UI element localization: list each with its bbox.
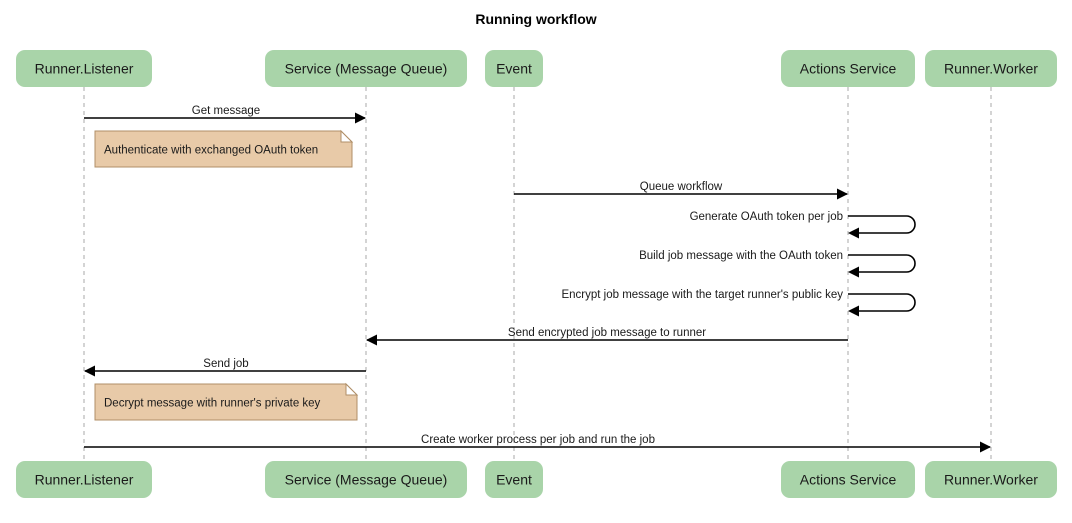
participant-box xyxy=(925,50,1057,87)
message-label: Get message xyxy=(192,105,260,117)
participant-label: Event xyxy=(496,61,532,77)
arrow-head xyxy=(837,188,848,200)
message-create-worker-process-per-job-and-run-the-job: Create worker process per job and run th… xyxy=(84,434,991,453)
participant-box xyxy=(265,461,467,498)
participant-box xyxy=(925,461,1057,498)
note-body xyxy=(94,130,353,168)
arrow-head xyxy=(980,441,991,453)
message-label: Encrypt job message with the target runn… xyxy=(561,289,843,301)
participant-label: Actions Service xyxy=(800,61,897,77)
diagram-title: Running workflow xyxy=(475,11,596,27)
participant-label: Service (Message Queue) xyxy=(285,472,448,488)
participant-box xyxy=(781,461,915,498)
participant-runner-listener-footer[interactable]: Runner.Listener xyxy=(16,461,152,498)
message-label: Send job xyxy=(203,358,248,370)
note-group: Authenticate with exchanged OAuth tokenD… xyxy=(94,129,359,421)
note-label: Decrypt message with runner's private ke… xyxy=(104,398,321,410)
participant-label: Runner.Worker xyxy=(944,61,1038,77)
arrow-head xyxy=(848,266,859,278)
participant-label: Actions Service xyxy=(800,472,897,488)
participant-runner-worker-header[interactable]: Runner.Worker xyxy=(925,50,1057,87)
participant-event-footer[interactable]: Event xyxy=(485,461,543,498)
participant-service-message-queue-footer[interactable]: Service (Message Queue) xyxy=(265,461,467,498)
message-label: Create worker process per job and run th… xyxy=(421,434,655,446)
note-body xyxy=(94,383,358,421)
participant-header-group: Runner.Listener Service (Message Queue) Ev… xyxy=(16,50,1057,87)
participant-label: Runner.Listener xyxy=(35,472,134,488)
arrow-head xyxy=(355,112,366,124)
participant-label: Event xyxy=(496,472,532,488)
participant-service-message-queue-header[interactable]: Service (Message Queue) xyxy=(265,50,467,87)
participant-runner-worker-footer[interactable]: Runner.Worker xyxy=(925,461,1057,498)
note-label: Authenticate with exchanged OAuth token xyxy=(104,145,318,157)
self-loop-path xyxy=(848,254,916,273)
arrow-head xyxy=(366,334,377,346)
participant-box xyxy=(781,50,915,87)
message-generate-oauth-token-per-job: Generate OAuth token per job xyxy=(690,211,916,239)
participant-box xyxy=(485,461,543,498)
arrow-head xyxy=(848,305,859,317)
message-send-job: Send job xyxy=(84,358,366,377)
lifeline-group xyxy=(83,87,992,461)
note-authenticate-with-exchanged-oauth-token: Authenticate with exchanged OAuth token xyxy=(94,129,354,168)
message-label: Send encrypted job message to runner xyxy=(508,327,706,339)
note-decrypt-message-with-runners-private-key: Decrypt message with runner's private ke… xyxy=(94,382,359,421)
message-queue-workflow: Queue workflow xyxy=(514,181,848,200)
self-loop-path xyxy=(848,293,916,312)
message-send-encrypted-job-message-to-runner: Send encrypted job message to runner xyxy=(366,327,848,346)
participant-label: Runner.Listener xyxy=(35,61,134,77)
message-label: Queue workflow xyxy=(640,181,723,193)
message-label: Build job message with the OAuth token xyxy=(639,250,843,262)
participant-footer-group: Runner.Listener Service (Message Queue) Ev… xyxy=(16,461,1057,498)
arrow-head xyxy=(84,365,95,377)
message-label: Generate OAuth token per job xyxy=(690,211,843,223)
participant-box xyxy=(16,50,152,87)
self-loop-path xyxy=(848,215,916,234)
message-build-job-message-with-the-oauth-token: Build job message with the OAuth token xyxy=(639,250,916,278)
note-fold-corner-icon xyxy=(340,129,354,143)
participant-label: Runner.Worker xyxy=(944,472,1038,488)
participant-label: Service (Message Queue) xyxy=(285,61,448,77)
participant-actions-service-header[interactable]: Actions Service xyxy=(781,50,915,87)
note-fold-corner-icon xyxy=(345,382,359,396)
participant-box xyxy=(265,50,467,87)
participant-runner-listener-header[interactable]: Runner.Listener xyxy=(16,50,152,87)
message-encrypt-job-message-with-the-target-runners-public-key: Encrypt job message with the target runn… xyxy=(561,289,916,317)
participant-box xyxy=(485,50,543,87)
arrow-head xyxy=(848,227,859,239)
message-get-message: Get message xyxy=(84,105,366,124)
participant-event-header[interactable]: Event xyxy=(485,50,543,87)
participant-actions-service-footer[interactable]: Actions Service xyxy=(781,461,915,498)
participant-box xyxy=(16,461,152,498)
